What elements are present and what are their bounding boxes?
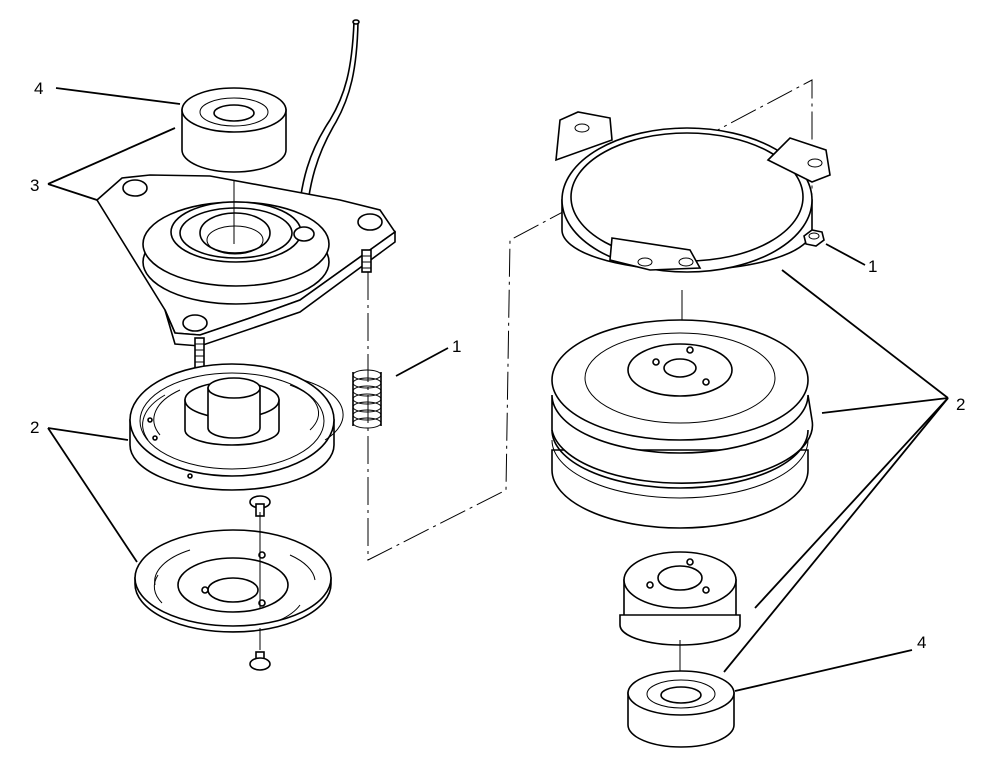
spring: [352, 369, 382, 429]
leader-left-3b: [47, 183, 98, 201]
bottom-bolt: [249, 651, 271, 671]
callout-right-4: 4: [917, 633, 926, 652]
leader-left-2b: [47, 427, 138, 563]
armature-rotor: [129, 363, 344, 491]
leader-right-2a: [781, 269, 949, 399]
wire-lead: [296, 21, 355, 233]
field-coil-housing: [95, 174, 397, 347]
callout-right-2: 2: [956, 395, 965, 414]
wire-lead-edge: [304, 21, 359, 233]
leader-left-1: [395, 347, 449, 377]
leader-right-2c: [754, 397, 949, 609]
leader-left-3a: [47, 127, 176, 185]
stud-right: [361, 249, 372, 273]
pulley-shroud: [555, 111, 831, 273]
leader-right-2b: [821, 397, 949, 414]
callout-left-4: 4: [34, 79, 43, 98]
stud-left: [194, 337, 205, 371]
hub: [619, 551, 741, 646]
double-pulley: [551, 319, 814, 529]
callout-left-1: 1: [452, 337, 461, 356]
leader-right-2d: [723, 397, 949, 673]
leader-left-4: [55, 87, 181, 105]
rivet: [249, 495, 271, 517]
left-top-bearing: [181, 87, 287, 173]
leader-right-1: [825, 243, 866, 266]
hex-nut: [803, 229, 825, 247]
leader-right-4: [734, 649, 913, 692]
callout-left-2: 2: [30, 418, 39, 437]
brake-plate: [134, 529, 332, 633]
alignment-path: [367, 79, 813, 561]
leader-left-2a: [47, 427, 129, 441]
callout-right-1: 1: [868, 257, 877, 276]
wire-tip: [352, 19, 360, 25]
right-bottom-bearing: [627, 670, 735, 748]
callout-left-3: 3: [30, 176, 39, 195]
